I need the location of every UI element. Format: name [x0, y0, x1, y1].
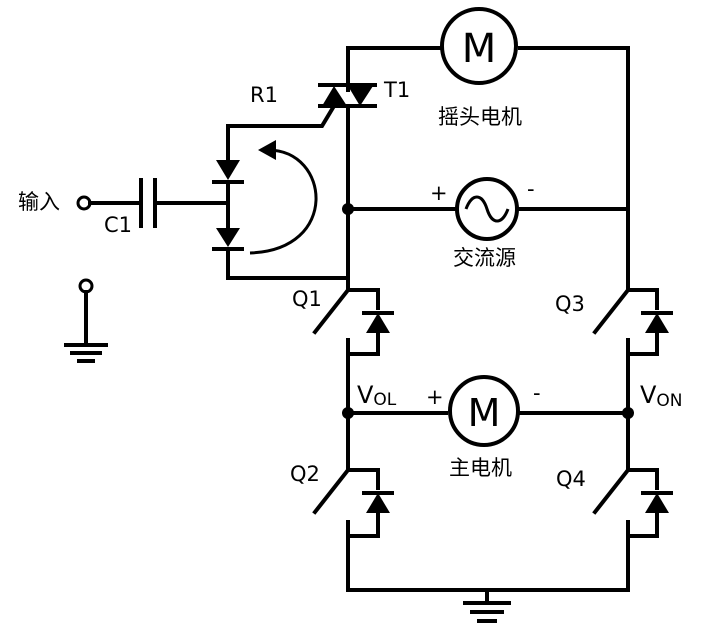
main-motor: M: [448, 375, 520, 447]
q2-label: Q2: [290, 462, 320, 486]
t1-label: T1: [383, 78, 410, 102]
r1-label: R1: [250, 83, 278, 107]
ac-minus-sign: -: [527, 177, 535, 201]
ac-source-label: 交流源: [453, 246, 516, 270]
switch-q2: [312, 467, 394, 592]
switch-q1: [312, 276, 394, 356]
main-motor-label: 主电机: [449, 456, 512, 480]
q3-label: Q3: [555, 292, 585, 316]
diode-stack-r1: [212, 143, 350, 280]
switch-q4: [592, 467, 673, 592]
swing-motor-symbol: M: [462, 26, 497, 72]
main-motor-symbol: M: [468, 391, 501, 435]
ground-symbol-left: [64, 278, 108, 363]
switch-q3: [592, 287, 673, 356]
v-on-label: VON: [640, 381, 683, 411]
input-terminal: [76, 178, 230, 228]
q1-label: Q1: [292, 287, 322, 311]
ac-plus-sign: +: [430, 181, 448, 205]
main-motor-branch: [342, 352, 634, 472]
triac-t1: [226, 83, 377, 292]
bottom-rail: [346, 588, 630, 604]
swing-motor-label: 摇头电机: [438, 105, 522, 129]
motor-minus-sign: -: [533, 381, 541, 405]
ac-source: [342, 177, 630, 241]
motor-plus-sign: +: [426, 385, 444, 409]
v-ol-label: VOL: [357, 381, 397, 410]
current-flow-arrow: [249, 140, 318, 255]
q4-label: Q4: [556, 467, 586, 491]
swing-motor: M: [440, 7, 518, 85]
ground-symbol-bottom: [463, 601, 511, 623]
input-label: 输入: [18, 190, 60, 214]
c1-label: C1: [104, 213, 132, 237]
